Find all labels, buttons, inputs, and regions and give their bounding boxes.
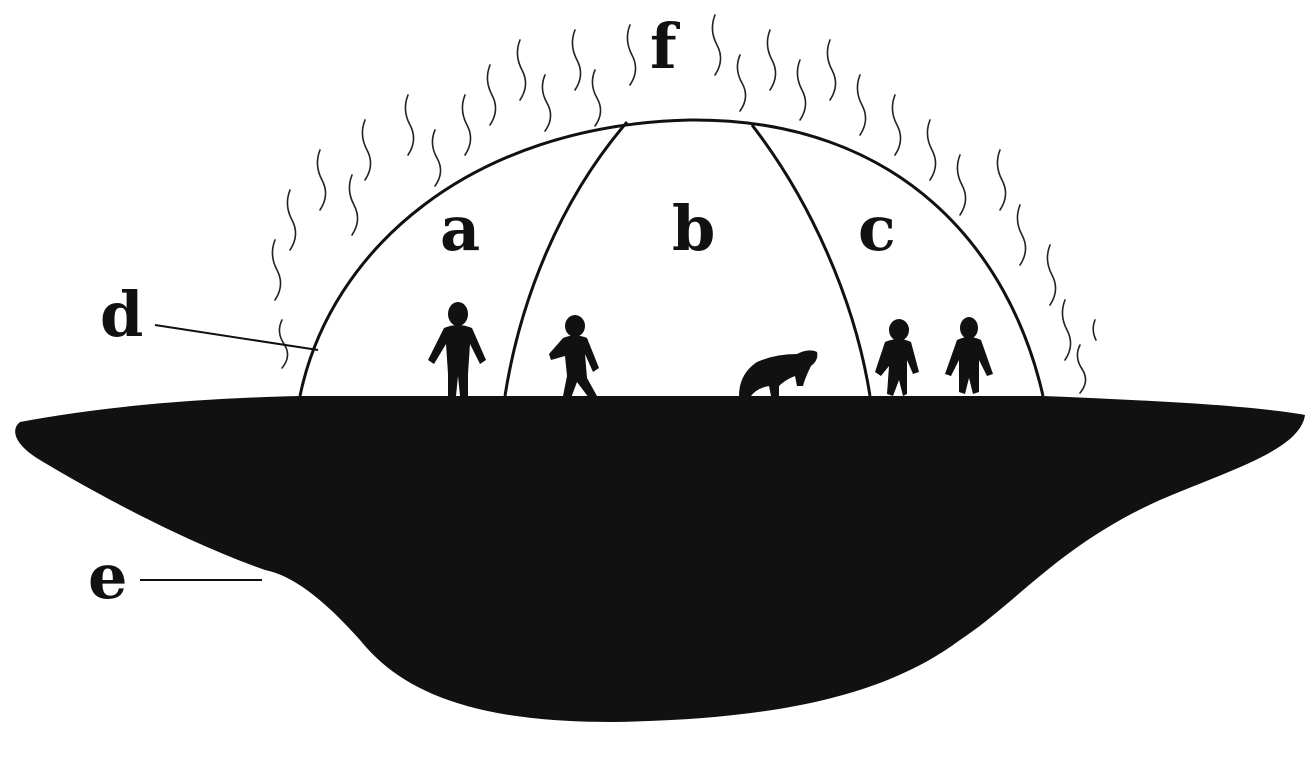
leader-line-d: [155, 325, 318, 350]
figure-silhouette: [945, 317, 993, 394]
label-b: b: [672, 192, 715, 265]
label-f: f: [650, 10, 680, 83]
base-mass: [15, 396, 1305, 722]
figure-silhouette: [428, 302, 486, 396]
label-a: a: [440, 192, 480, 265]
label-d: d: [100, 278, 143, 351]
animal-silhouette: [739, 350, 817, 396]
label-c: c: [858, 192, 896, 265]
figure-silhouette: [875, 319, 919, 396]
label-e: e: [88, 540, 127, 613]
figure-silhouette: [549, 315, 599, 398]
